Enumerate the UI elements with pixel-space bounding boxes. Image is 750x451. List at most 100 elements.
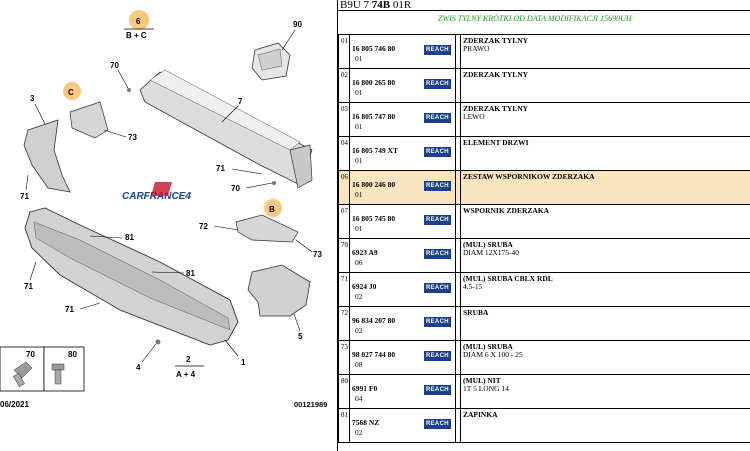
reach-badge[interactable]: REACH (424, 215, 451, 225)
part-name: (MUL) SRUBA CBLX RDL (463, 274, 553, 283)
diagram-ref: 00121989 (294, 400, 327, 409)
part-reference[interactable]: 16 805 747 80 REACH 01 (349, 102, 456, 137)
reach-badge[interactable]: REACH (424, 45, 451, 55)
part-reference[interactable]: 16 800 265 80 REACH 01 (349, 68, 456, 103)
part-reference[interactable]: 6991 F0 REACH 04 (349, 374, 456, 409)
part-note: DIAM 12X175-40 (463, 248, 520, 257)
row-index: 71 (338, 272, 350, 307)
row-index: 72 (338, 306, 350, 341)
reach-badge[interactable]: REACH (424, 419, 451, 429)
part-name: (MUL) SRUBA (463, 342, 513, 351)
row-quantity: 01 (355, 122, 363, 131)
part-reference[interactable]: 6924 J0 REACH 02 (349, 272, 456, 307)
part-note: PRAWO (463, 44, 490, 53)
row-quantity: 02 (355, 292, 363, 301)
row-index: 04 (338, 136, 350, 171)
ref-number[interactable]: 6924 J0 (352, 282, 377, 291)
bracket-c (69, 101, 109, 139)
row-quantity: 02 (355, 428, 363, 437)
reach-badge[interactable]: REACH (424, 249, 451, 259)
ref-number[interactable]: 16 800 265 80 (352, 78, 396, 87)
part-reference[interactable]: 7568 NZ REACH 02 (349, 408, 456, 443)
reach-badge[interactable]: REACH (424, 351, 451, 361)
svg-text:CARFRANCE4: CARFRANCE4 (122, 191, 191, 202)
row-quantity: 04 (355, 394, 363, 403)
part-name: ZESTAW WSPORNIKOW ZDERZAKA (463, 172, 595, 181)
part-note: 1T 5 LONG 14 (463, 384, 509, 393)
callout-bubble-c[interactable]: C (63, 82, 81, 100)
row-index: 06 (338, 170, 350, 205)
row-quantity: 01 (355, 224, 363, 233)
row-index: 80 (338, 374, 350, 409)
callout-bubble-6[interactable]: 6 B + C (124, 10, 154, 40)
part-name: SRUBA (463, 308, 489, 317)
reach-badge[interactable]: REACH (424, 181, 451, 191)
part-name: ELEMENT DRZWI (463, 138, 529, 147)
thumb-label-70: 70 (26, 350, 35, 359)
carfrance-logo: CARFRANCE4 (122, 182, 191, 202)
part-1-bumper[interactable]: 1 (24, 207, 246, 367)
ref-number[interactable]: 16 805 746 80 (352, 44, 396, 53)
row-index: 01 (338, 34, 350, 69)
ref-number[interactable]: 98 027 744 80 (352, 350, 396, 359)
part-7-crossbeam[interactable]: 7 (139, 69, 313, 189)
row-index: 03 (338, 102, 350, 137)
row-index: 02 (338, 68, 350, 103)
ref-number[interactable]: 16 805 749 XT (352, 146, 399, 155)
part-reference[interactable]: 96 834 207 80 REACH 02 (349, 306, 456, 341)
diagram-date: 06/2021 (0, 400, 29, 409)
reach-badge[interactable]: REACH (424, 113, 451, 123)
thumb-label-80: 80 (68, 350, 77, 359)
parts-diagram: 6 B + C 90 7 70 C 73 3 71 CARFRANCE4 (0, 10, 327, 409)
ref-number[interactable]: 16 805 747 80 (352, 112, 396, 121)
reach-badge[interactable]: REACH (424, 79, 451, 89)
reach-badge[interactable]: REACH (424, 385, 451, 395)
part-reference[interactable]: 16 805 745 80 REACH 01 (349, 204, 456, 239)
ref-number[interactable]: 6991 F0 (352, 384, 378, 393)
part-name: ZDERZAK TYLNY (463, 36, 529, 45)
row-index: 73 (338, 340, 350, 375)
callout-bubble-b[interactable]: B (264, 199, 282, 217)
svg-text:6: 6 (136, 17, 141, 26)
callout-71-bottom-left: 71 (24, 282, 33, 291)
model-code: B9U 7 74B 01R (338, 0, 750, 11)
row-quantity: 01 (355, 88, 363, 97)
ref-number[interactable]: 96 834 207 80 (352, 316, 396, 325)
reach-badge[interactable]: REACH (424, 283, 451, 293)
part-description: ZAPINKA (460, 408, 750, 443)
ref-number[interactable]: 6923 A9 (352, 248, 378, 257)
ref-number[interactable]: 16 805 745 80 (352, 214, 396, 223)
row-quantity: 02 (355, 326, 363, 335)
row-index: 70 (338, 238, 350, 273)
reach-badge[interactable]: REACH (424, 147, 451, 157)
callout-7: 7 (238, 97, 243, 106)
reach-badge[interactable]: REACH (424, 317, 451, 327)
part-5-corner[interactable]: 5 (247, 264, 311, 341)
callout-2: 2 (186, 355, 191, 364)
callout-90: 90 (293, 20, 302, 29)
part-3-corner[interactable]: 3 (23, 94, 71, 193)
part-90-illustration[interactable]: 90 (251, 20, 302, 81)
ref-number[interactable]: 7568 NZ (352, 418, 380, 427)
callout-3: 3 (30, 94, 35, 103)
ref-number[interactable]: 16 800 246 80 (352, 180, 396, 189)
